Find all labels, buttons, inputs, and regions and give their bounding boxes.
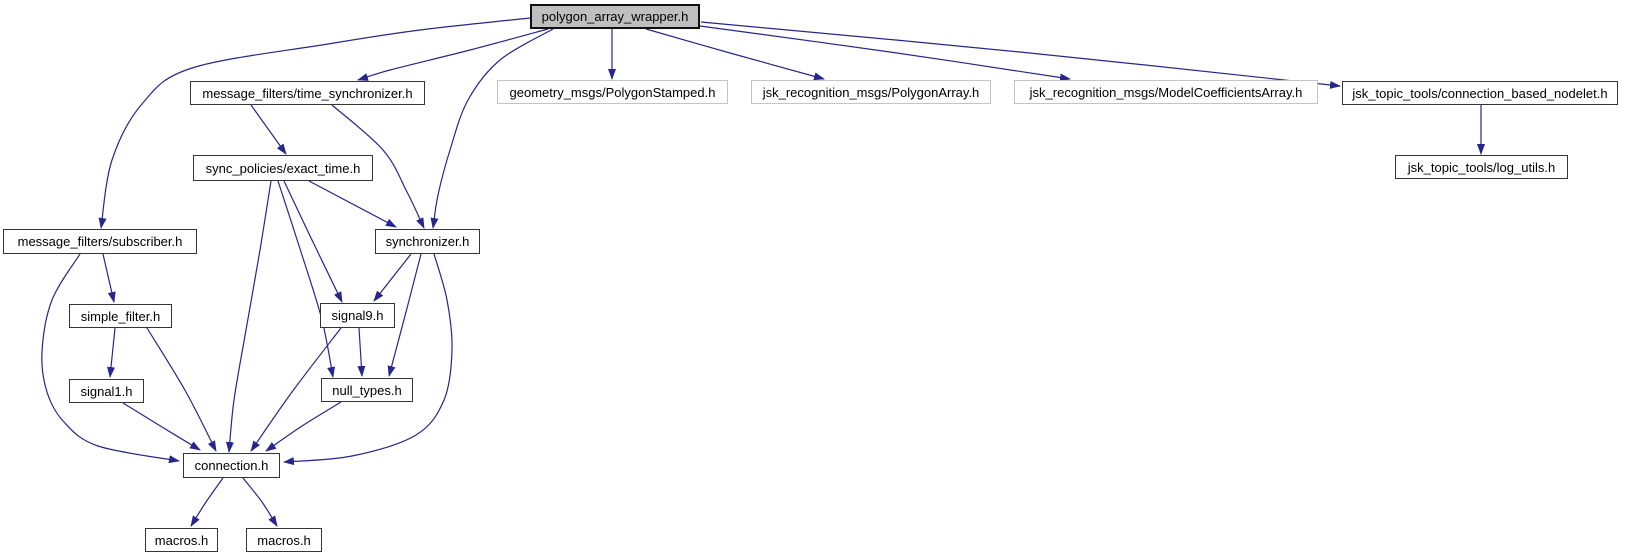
node-polygon-array-wrapper-h: polygon_array_wrapper.h (530, 4, 700, 29)
node-jsk-topic-tools-log-utils-h[interactable]: jsk_topic_tools/log_utils.h (1395, 155, 1568, 179)
edge-simple-filter-h-to-connection-h (146, 327, 217, 452)
node-macros-h-1[interactable]: macros.h (145, 528, 218, 552)
node-connection-h[interactable]: connection.h (183, 453, 280, 478)
node-signal1-h[interactable]: signal1.h (69, 379, 144, 403)
edge-message-filters-subscriber-h-to-simple-filter-h (102, 253, 116, 303)
edge-signal9-h-to-null-types-h (357, 327, 366, 377)
edge-sync-policies-exact-time-h-to-synchronizer-h (308, 180, 397, 228)
edge-polygon-array-wrapper-h-to-message-filters-subscriber-h (98, 17, 531, 229)
edge-synchronizer-h-to-null-types-h (387, 253, 422, 377)
edge-connection-h-to-macros-h-2 (242, 477, 278, 527)
edge-signal9-h-to-connection-h (250, 327, 342, 452)
edge-message-filters-time-synchronizer-h-to-sync-policies-exact-time-h (250, 104, 287, 155)
node-jsk-recognition-msgs-polygonarray-h: jsk_recognition_msgs/PolygonArray.h (751, 80, 991, 104)
node-macros-h-2[interactable]: macros.h (246, 528, 322, 552)
node-message-filters-time-synchronizer-h[interactable]: message_filters/time_synchronizer.h (190, 81, 425, 105)
edge-polygon-array-wrapper-h-to-synchronizer-h (430, 28, 554, 229)
node-geometry-msgs-polygonstamped-h: geometry_msgs/PolygonStamped.h (497, 80, 728, 104)
node-sync-policies-exact-time-h[interactable]: sync_policies/exact_time.h (193, 155, 373, 181)
edge-connection-h-to-macros-h-1 (190, 477, 224, 527)
edge-sync-policies-exact-time-h-to-signal9-h (283, 180, 343, 303)
node-jsk-topic-tools-connection-based-nodelet-h[interactable]: jsk_topic_tools/connection_based_nodelet… (1342, 81, 1618, 105)
edge-synchronizer-h-to-signal9-h (373, 253, 412, 302)
node-message-filters-subscriber-h[interactable]: message_filters/subscriber.h (3, 229, 197, 254)
edge-message-filters-subscriber-h-to-connection-h (41, 253, 180, 464)
edge-polygon-array-wrapper-h-to-jsk-recognition-msgs-modelcoefficientsarray-h (699, 25, 1071, 82)
edge-sync-policies-exact-time-h-to-null-types-h (277, 180, 336, 378)
node-simple-filter-h[interactable]: simple_filter.h (69, 304, 172, 328)
edge-polygon-array-wrapper-h-to-jsk-recognition-msgs-polygonarray-h (645, 28, 825, 81)
edge-null-types-h-to-connection-h (265, 401, 342, 452)
node-null-types-h[interactable]: null_types.h (321, 378, 413, 402)
edge-sync-policies-exact-time-h-to-connection-h (225, 180, 272, 453)
edge-signal1-h-to-connection-h (122, 402, 201, 451)
edge-simple-filter-h-to-signal1-h (107, 327, 116, 378)
node-signal9-h[interactable]: signal9.h (320, 303, 395, 328)
edge-polygon-array-wrapper-h-to-jsk-topic-tools-connection-based-nodelet-h (700, 21, 1341, 89)
edge-message-filters-time-synchronizer-h-to-synchronizer-h (331, 104, 425, 229)
node-synchronizer-h[interactable]: synchronizer.h (375, 229, 480, 254)
edge-synchronizer-h-to-connection-h (283, 253, 453, 466)
node-jsk-recognition-msgs-modelcoefficientsarray-h: jsk_recognition_msgs/ModelCoefficientsAr… (1014, 80, 1318, 104)
edge-polygon-array-wrapper-h-to-message-filters-time-synchronizer-h (357, 28, 549, 81)
